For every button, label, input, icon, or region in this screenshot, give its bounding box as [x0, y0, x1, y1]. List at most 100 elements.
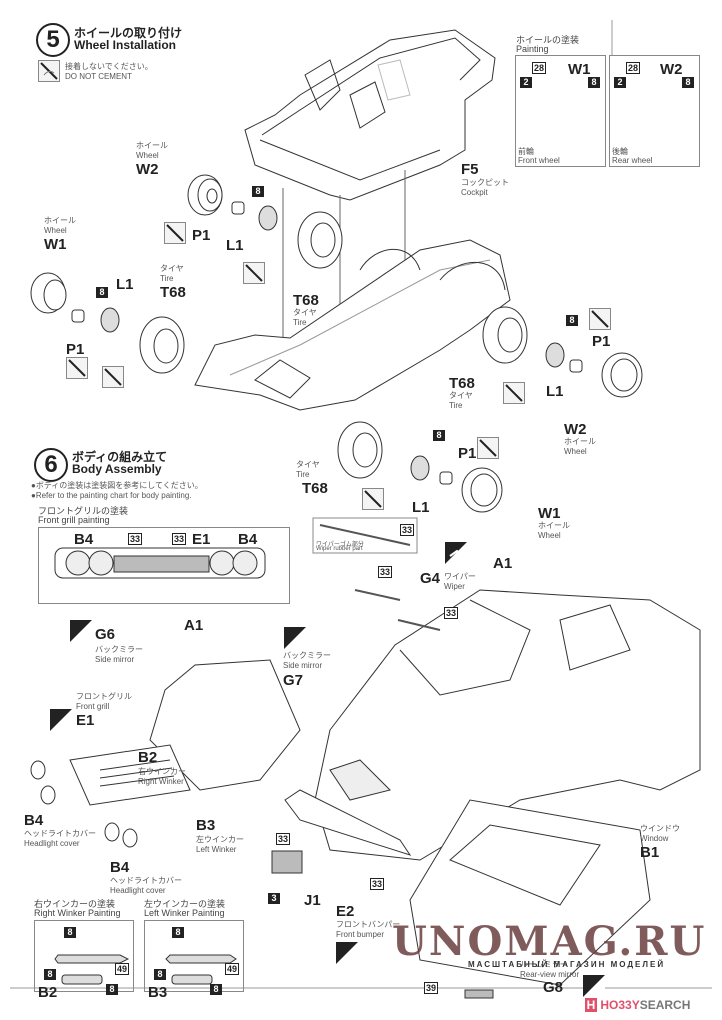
headlight-cover-en: Headlight cover: [110, 886, 166, 895]
b3-label: B3: [148, 984, 168, 1001]
headlight-cover-en: Headlight cover: [24, 839, 80, 848]
right-winker-painting-jp: 右ウインカーの塗装: [34, 899, 116, 909]
side-mirror-en: Side mirror: [95, 655, 135, 664]
side-mirror-jp: バックミラー: [95, 645, 143, 654]
watermark-title: UNOMAG.RU: [392, 918, 707, 965]
tire-en: Tire: [449, 401, 463, 410]
right-winker-jp: 右ウインカー: [138, 767, 186, 776]
color-badge: 2: [614, 77, 626, 88]
tire-jp: タイヤ: [293, 308, 317, 317]
grill-painting-title-jp: フロントグリルの塗装: [38, 506, 129, 516]
p1-label: P1: [192, 227, 211, 244]
tire-en: Tire: [293, 318, 307, 327]
w1-label: W1: [538, 505, 561, 522]
body-shell-drawing: [314, 589, 701, 861]
right-winker-painting-box: [34, 920, 134, 992]
front-grill-en: Front grill: [76, 702, 110, 711]
wheel-painting-title-en: Painting: [516, 44, 549, 54]
p1-label: P1: [66, 341, 85, 358]
l1-label: L1: [116, 276, 134, 293]
b1-label: B1: [640, 844, 660, 861]
w1-label: W1: [44, 236, 67, 253]
p1-label: P1: [458, 445, 477, 462]
t68-label: T68: [302, 480, 328, 497]
wheel-en: Wheel: [564, 447, 587, 456]
paint-assembly-icon: [50, 709, 72, 731]
front-wheel-jp: 前輪: [518, 147, 534, 156]
wiper-jp: ワイパー: [444, 572, 476, 581]
wheel-en: Wheel: [538, 531, 561, 540]
color-badge: 8: [682, 77, 694, 88]
front-wheel-part-label: W1: [568, 61, 591, 78]
color-badge: 8: [588, 77, 600, 88]
do-not-cement-icon: [362, 488, 384, 510]
l1-label: L1: [226, 237, 244, 254]
wheel-en: Wheel: [136, 151, 159, 160]
cockpit-drawing: [244, 29, 496, 201]
color-badge: 33: [172, 533, 187, 545]
color-badge: 33: [128, 533, 143, 545]
color-badge: 3: [268, 893, 280, 904]
do-not-cement-icon: [503, 382, 525, 404]
right-winker-painting-en: Right Winker Painting: [34, 908, 121, 918]
paint-assembly-icon: [336, 942, 358, 964]
color-badge: 49: [225, 963, 240, 975]
rear-wheel-painting-box: [609, 55, 700, 167]
color-badge: 33: [276, 833, 291, 845]
left-winker-painting-box: [144, 920, 244, 992]
color-badge: 28: [626, 62, 641, 74]
hobby-search-hobby: HO33Y: [600, 998, 640, 1012]
e2-label: E2: [336, 903, 355, 920]
left-winker-painting-en: Left Winker Painting: [144, 908, 225, 918]
color-badge: 8: [566, 315, 578, 326]
body-painting-note-jp: ●ボディの塗装は塗装図を参考にしてください。: [31, 481, 203, 490]
rear-wheel-jp: 後輪: [612, 147, 628, 156]
color-badge: 8: [106, 984, 118, 995]
b3-label: B3: [196, 817, 216, 834]
left-winker-jp: 左ウインカー: [196, 835, 244, 844]
color-badge: 8: [96, 287, 108, 298]
hobby-search-logo: H HO33YSEARCH: [585, 998, 690, 1012]
g7-label: G7: [283, 672, 304, 689]
paint-assembly-icon: [284, 627, 306, 649]
step-6-number: 6: [34, 448, 68, 482]
t68-label: T68: [160, 284, 186, 301]
b4-label: B4: [110, 859, 130, 876]
l1-label: L1: [412, 499, 430, 516]
window-en: Window: [640, 834, 669, 843]
tire-en: Tire: [160, 274, 174, 283]
e1-label: E1: [76, 712, 95, 729]
body-painting-note-en: ●Refer to the painting chart for body pa…: [31, 491, 192, 500]
color-badge: 8: [154, 969, 166, 980]
color-badge: 8: [172, 927, 184, 938]
hobby-search-search: SEARCH: [639, 998, 691, 1012]
hobby-search-mark-icon: H: [585, 998, 597, 1012]
step-6-title-jp: ボディの組み立て: [72, 450, 168, 464]
tire-jp: タイヤ: [160, 264, 184, 273]
color-badge: 2: [520, 77, 532, 88]
do-not-cement-icon: [477, 437, 499, 459]
wiper-rubber-jp: ワイパーゴム部分: [316, 542, 364, 548]
headlight-cover-jp: ヘッドライトカバー: [110, 876, 182, 885]
headlight-cover-jp: ヘッドライトカバー: [24, 829, 96, 838]
do-not-cement-icon: [38, 60, 60, 82]
grill-painting-title-en: Front grill painting: [38, 515, 110, 525]
g6-label: G6: [95, 626, 116, 643]
do-not-cement-icon: [164, 222, 186, 244]
do-not-cement-en: DO NOT CEMENT: [65, 72, 132, 81]
wiper-rubber-en: Wiper rubber part: [316, 546, 363, 552]
side-mirror-en: Side mirror: [283, 661, 323, 670]
l1-label: L1: [546, 383, 564, 400]
color-badge: 33: [400, 524, 415, 536]
wheel-jp: ホイール: [538, 521, 570, 530]
g4-label: G4: [420, 570, 441, 587]
do-not-cement-icon: [243, 262, 265, 284]
front-end-drawing: [69, 659, 301, 806]
color-badge: 8: [252, 186, 264, 197]
do-not-cement-icon: [589, 308, 611, 330]
color-badge: 8: [210, 984, 222, 995]
rear-wheel-en: Rear wheel: [612, 156, 653, 165]
wheel-jp: ホイール: [136, 141, 168, 150]
color-badge: 33: [378, 566, 393, 578]
